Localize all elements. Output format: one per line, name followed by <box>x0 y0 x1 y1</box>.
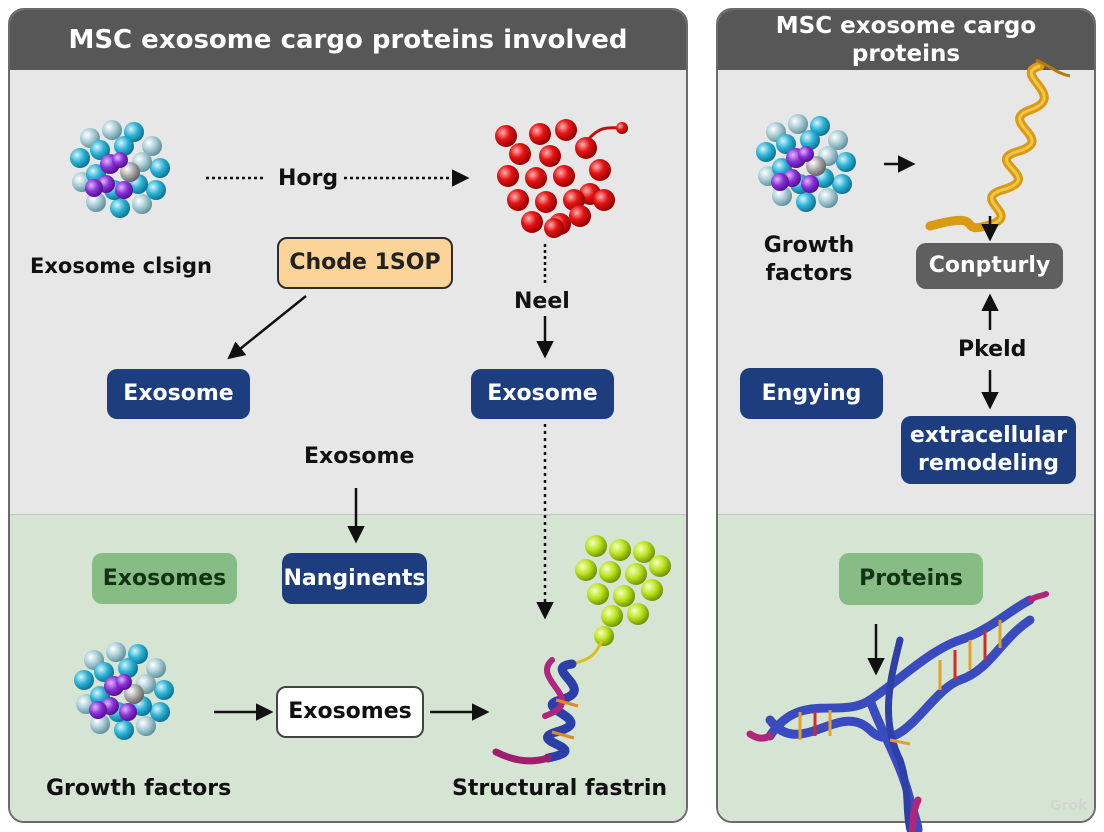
exosome-left-box: Exosome <box>107 369 250 419</box>
pkeld-label: Pkeld <box>958 337 1027 362</box>
watermark: Grok <box>1050 798 1088 814</box>
engying-box: Engying <box>740 368 883 419</box>
horg-label: Horg <box>278 166 339 191</box>
right-growth-factors-label: Growth factors <box>763 233 855 286</box>
growth-factors-label: Growth factors <box>46 776 232 801</box>
chode-box: Chode 1SOP <box>277 237 453 289</box>
exosomes-white-box: Exosomes <box>276 686 424 738</box>
right-panel-title: MSC exosome cargo proteins <box>718 10 1094 70</box>
nanginents-box: Nanginents <box>282 553 427 604</box>
conpturly-box: Conpturly <box>916 243 1063 289</box>
exosome-mid-label: Exosome <box>304 444 415 469</box>
neel-label: Neel <box>514 289 570 314</box>
left-panel-title: MSC exosome cargo proteins involved <box>10 10 686 70</box>
structural-label: Structural fastrin <box>452 776 668 801</box>
exosome-design-label: Exosome clsign <box>30 254 213 278</box>
extracellular-remodeling-box: extracellular remodeling <box>901 416 1076 484</box>
proteins-box: Proteins <box>839 553 983 605</box>
exosomes-green-box: Exosomes <box>92 553 237 604</box>
exosome-right-box: Exosome <box>471 369 614 419</box>
